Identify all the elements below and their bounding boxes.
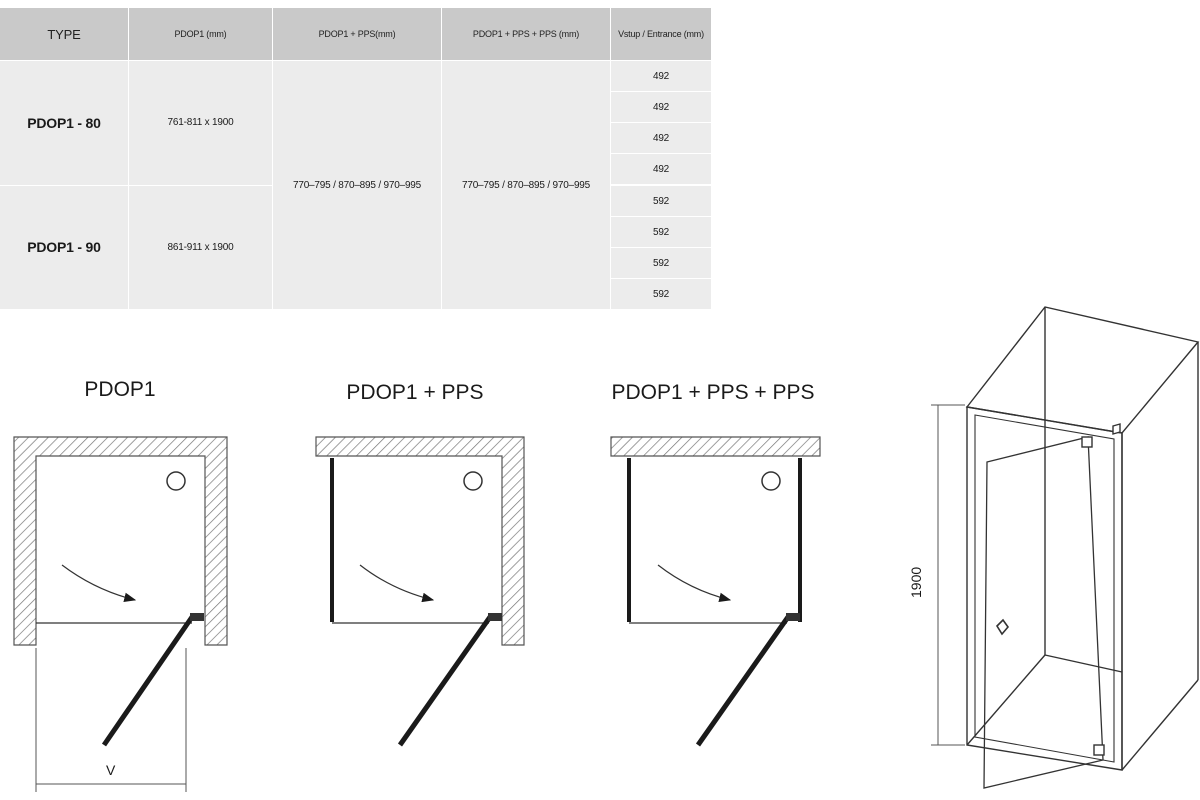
entrance-cell: 592 <box>610 247 712 279</box>
plan2-diagram <box>315 436 525 747</box>
entrance-cell: 492 <box>610 153 712 186</box>
table-row: 492 <box>0 153 712 186</box>
entrance-cell: 492 <box>610 91 712 123</box>
entrance-cell: 592 <box>610 185 712 217</box>
back-floor-right <box>1044 654 1123 673</box>
plan2-title: PDOP1 + PPS <box>346 381 484 404</box>
header-pdop1: PDOP1 (mm) <box>128 8 273 61</box>
enclosure-top <box>965 306 1200 434</box>
hinge-icon <box>488 613 502 621</box>
plan3-diagram <box>610 436 821 747</box>
hinge-icon <box>190 613 204 621</box>
header-pdop1-pps-pps: PDOP1 + PPS + PPS (mm) <box>441 8 611 61</box>
bottom-hinge-icon <box>1093 744 1105 756</box>
table-row: 592 <box>0 278 712 310</box>
enclosure-3d-diagram <box>931 306 1200 789</box>
right-floor-edge <box>1121 679 1199 771</box>
drain-icon <box>761 471 781 491</box>
table-row: 592 <box>0 216 712 248</box>
plan2-door-panel <box>397 615 493 747</box>
plan1-diagram <box>13 436 228 792</box>
table-row: 492 <box>0 122 712 154</box>
plan1-title: PDOP1 <box>84 378 156 401</box>
back-floor-left <box>966 654 1046 746</box>
plan3-title: PDOP1 + PPS + PPS <box>611 381 815 404</box>
door-frame-inner <box>974 414 1115 763</box>
type-cell-80: PDOP1 - 80 <box>0 60 129 186</box>
wall-clamp-icon <box>1112 423 1121 435</box>
entrance-cell: 592 <box>610 278 712 310</box>
plan2-wall <box>315 436 525 646</box>
pps-cell: 770–795 / 870–895 / 970–995 <box>272 60 442 310</box>
table-row: PDOP1 - 90 861-911 x 1900 592 <box>0 185 712 310</box>
header-entrance: Vstup / Entrance (mm) <box>610 8 712 61</box>
top-hinge-icon <box>1081 436 1093 448</box>
table-row: 492 <box>0 91 712 123</box>
plan1-wall <box>13 436 228 646</box>
table-header-row: TYPE PDOP1 (mm) PDOP1 + PPS(mm) PDOP1 + … <box>0 8 712 61</box>
plan1-door-panel <box>101 615 195 747</box>
swing-arrow <box>359 564 435 603</box>
spec-table: TYPE PDOP1 (mm) PDOP1 + PPS(mm) PDOP1 + … <box>0 8 712 310</box>
swing-arrow <box>657 564 732 603</box>
entrance-cell: 592 <box>610 216 712 248</box>
type-cell-90: PDOP1 - 90 <box>0 185 129 310</box>
entrance-cell: 492 <box>610 60 712 92</box>
header-type: TYPE <box>0 8 129 61</box>
table-row: 592 <box>0 247 712 279</box>
entrance-cell: 492 <box>610 122 712 154</box>
header-pdop1-pps: PDOP1 + PPS(mm) <box>272 8 442 61</box>
size-cell-80: 761-811 x 1900 <box>128 60 273 186</box>
door-leaf-open <box>983 436 1104 789</box>
plan3-door-panel <box>695 615 791 747</box>
hinge-icon <box>786 613 800 621</box>
plan3-wall <box>610 436 821 457</box>
drain-icon <box>166 471 186 491</box>
door-handle-icon <box>995 618 1010 636</box>
swing-arrow <box>61 564 137 603</box>
size-cell-90: 861-911 x 1900 <box>128 185 273 310</box>
table-row: PDOP1 - 80 761-811 x 1900 770–795 / 870–… <box>0 60 712 310</box>
door-frame-outer <box>966 406 1123 771</box>
pps-pps-cell: 770–795 / 870–895 / 970–995 <box>441 60 611 310</box>
width-label: V <box>106 762 116 778</box>
drain-icon <box>463 471 483 491</box>
